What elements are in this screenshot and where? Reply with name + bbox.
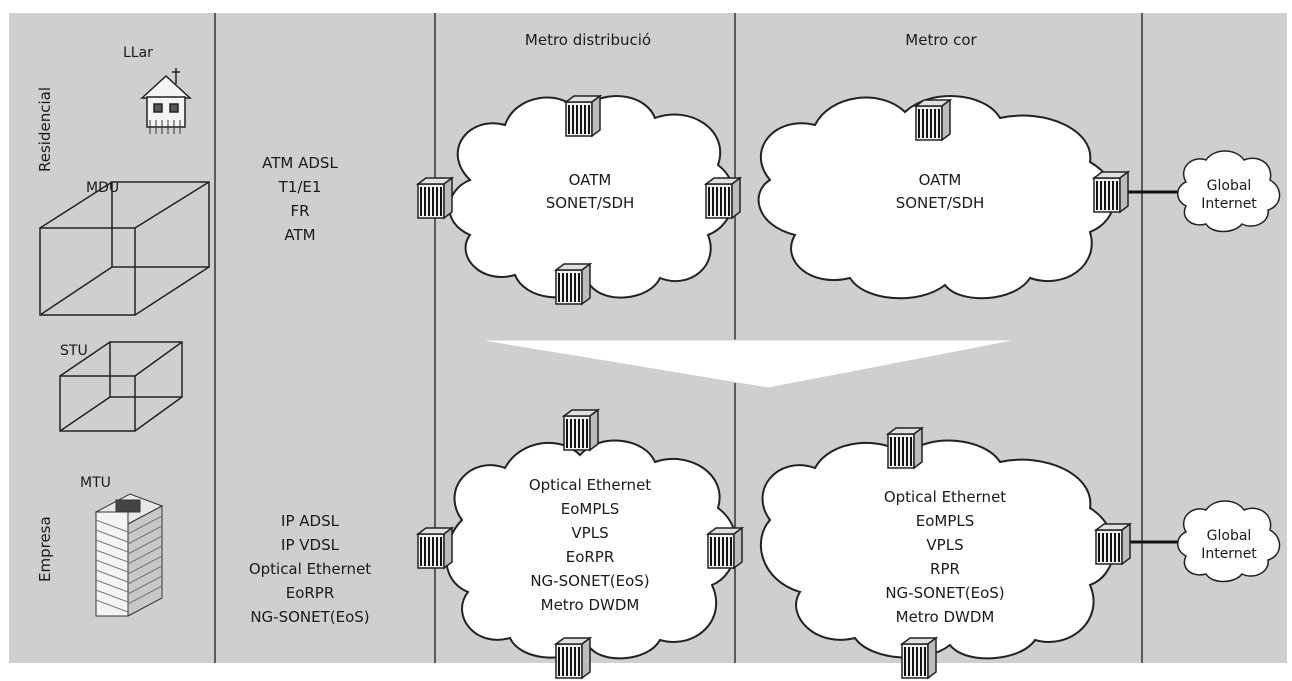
switch-icon xyxy=(915,99,951,141)
switch-icon xyxy=(417,527,453,569)
access-legacy-list: ATM ADSL T1/E1 FR ATM xyxy=(262,154,338,244)
cloud-label: Metro DWDM xyxy=(896,608,995,626)
cloud-label: Optical Ethernet xyxy=(529,476,651,494)
switch-icon xyxy=(707,527,743,569)
switch-icon xyxy=(417,177,453,219)
cloud-label: Optical Ethernet xyxy=(884,488,1006,506)
switch-icon xyxy=(565,95,601,137)
cloud-top-distribution xyxy=(448,95,735,299)
access-legacy-item: ATM xyxy=(284,226,315,244)
migration-arrow xyxy=(477,339,1019,389)
switch-icon xyxy=(1095,523,1131,565)
cloud-label: EoMPLS xyxy=(916,512,975,530)
cloud-label: Metro DWDM xyxy=(541,596,640,614)
internet-label: Internet xyxy=(1201,196,1257,212)
global-internet-cloud-top xyxy=(1177,150,1281,233)
switch-icon xyxy=(901,637,937,679)
column-header-metro-distribution: Metro distribució xyxy=(525,31,651,49)
side-label-business: Empresa xyxy=(36,516,54,582)
cloud-label: NG-SONET(EoS) xyxy=(885,584,1004,602)
switch-icon xyxy=(1093,171,1129,213)
switch-icon xyxy=(705,177,741,219)
cloud-label: NG-SONET(EoS) xyxy=(530,572,649,590)
access-legacy-item: FR xyxy=(290,202,309,220)
switch-icon xyxy=(555,637,591,679)
cloud-label: SONET/SDH xyxy=(546,194,635,212)
cloud-label: OATM xyxy=(919,171,962,189)
internet-label: Global xyxy=(1207,178,1252,194)
stu-building-icon xyxy=(59,341,183,432)
switch-icon xyxy=(555,263,591,305)
tower-building-icon xyxy=(94,493,164,617)
cloud-label: EoMPLS xyxy=(561,500,620,518)
internet-links xyxy=(1128,190,1180,544)
mdu-building-icon xyxy=(39,181,210,316)
cloud-top-core xyxy=(757,95,1116,300)
cloud-label: SONET/SDH xyxy=(896,194,985,212)
access-next-item: IP VDSL xyxy=(281,536,340,554)
access-legacy-item: ATM ADSL xyxy=(262,154,338,172)
side-label-residential: Residencial xyxy=(36,87,54,172)
building-label-home: LLar xyxy=(123,45,153,61)
cloud-label: VPLS xyxy=(571,524,608,542)
building-label-mtu: MTU xyxy=(80,475,111,491)
access-legacy-item: T1/E1 xyxy=(278,178,322,196)
house-icon xyxy=(140,68,192,134)
internet-label: Global xyxy=(1207,528,1252,544)
cloud-bottom-core xyxy=(759,439,1115,660)
cloud-label: EoRPR xyxy=(566,548,615,566)
cloud-label: RPR xyxy=(930,560,960,578)
internet-label: Internet xyxy=(1201,546,1257,562)
access-next-item: NG-SONET(EoS) xyxy=(250,608,369,626)
access-next-item: EoRPR xyxy=(286,584,335,602)
switch-icon xyxy=(887,427,923,469)
switch-icon xyxy=(563,409,599,451)
cloud-label: VPLS xyxy=(926,536,963,554)
cloud-label: OATM xyxy=(569,171,612,189)
access-next-item: Optical Ethernet xyxy=(249,560,371,578)
access-next-item: IP ADSL xyxy=(281,512,340,530)
building-label-stu: STU xyxy=(60,343,88,359)
column-header-metro-core: Metro cor xyxy=(905,31,977,49)
cloud-bottom-distribution xyxy=(445,439,738,660)
global-internet-cloud-bottom xyxy=(1177,500,1281,583)
access-next-list: IP ADSL IP VDSL Optical Ethernet EoRPR N… xyxy=(249,512,371,626)
